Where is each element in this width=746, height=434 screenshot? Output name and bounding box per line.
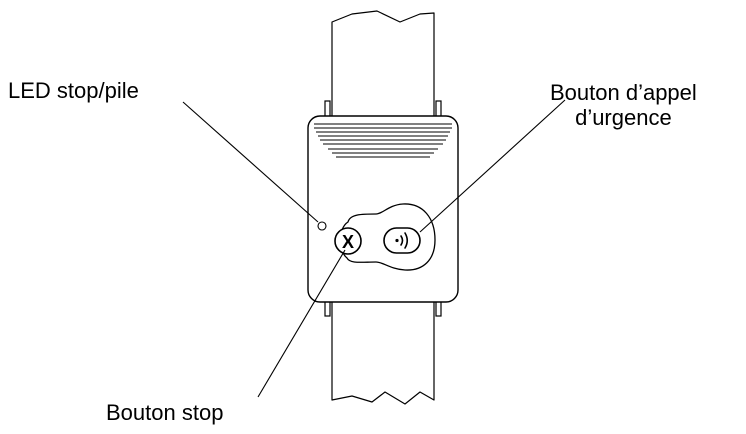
led-callout-label: LED stop/pile — [8, 78, 139, 103]
stop-button[interactable] — [334, 227, 362, 255]
stop-button-symbol: X — [342, 232, 354, 252]
call-waves-icon — [395, 232, 409, 249]
pin-top-left — [324, 100, 331, 118]
pin-top-right — [435, 100, 442, 118]
leader-emergency — [419, 99, 566, 233]
leader-led — [182, 101, 319, 223]
grille-lines — [314, 123, 452, 158]
leader-stop — [257, 249, 346, 398]
lower-strap — [331, 299, 435, 405]
stop-callout-label: Bouton stop — [106, 400, 224, 425]
emergency-callout-label: Bouton d’appel d’urgence — [550, 80, 697, 130]
upper-strap — [331, 10, 435, 119]
emergency-callout-line-2: d’urgence — [575, 105, 672, 130]
leader-lines — [182, 99, 566, 398]
led-indicator — [317, 221, 327, 231]
emergency-callout-line-1: Bouton d’appel — [550, 80, 697, 105]
